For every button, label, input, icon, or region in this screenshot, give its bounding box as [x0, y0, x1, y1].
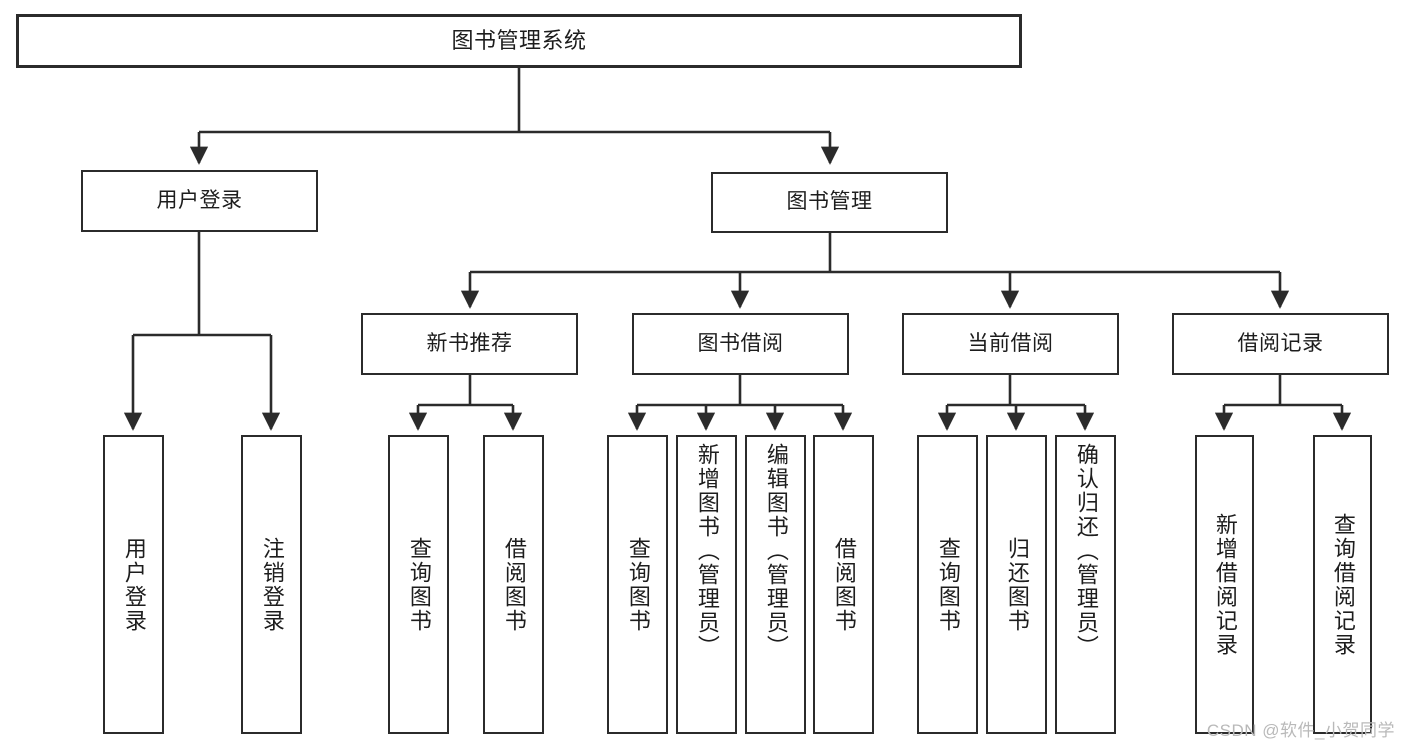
node-label: 借阅图书: [831, 536, 857, 633]
node-label: 编辑图书（管理员）: [763, 443, 789, 659]
node-label: 新书推荐: [426, 331, 513, 355]
node-book-management[interactable]: 图书管理: [711, 172, 948, 233]
leaf-edit-book-admin[interactable]: 编辑图书（管理员）: [745, 435, 806, 734]
node-label: 查询图书: [625, 536, 651, 633]
node-book-borrow[interactable]: 图书借阅: [632, 313, 849, 375]
node-label: 图书借阅: [697, 331, 784, 355]
node-label: 当前借阅: [967, 331, 1054, 355]
leaf-query-book-borrow[interactable]: 查询图书: [607, 435, 668, 734]
leaf-query-borrow-record[interactable]: 查询借阅记录: [1313, 435, 1372, 734]
node-label: 借阅图书: [501, 536, 527, 633]
leaf-add-borrow-record[interactable]: 新增借阅记录: [1195, 435, 1254, 734]
leaf-borrow-book-borrow[interactable]: 借阅图书: [813, 435, 874, 734]
node-label: 确认归还（管理员）: [1073, 443, 1099, 659]
leaf-user-login[interactable]: 用户登录: [103, 435, 164, 734]
leaf-confirm-return-admin[interactable]: 确认归还（管理员）: [1055, 435, 1116, 734]
node-label: 查询借阅记录: [1330, 512, 1356, 657]
node-root-book-management-system[interactable]: 图书管理系统: [16, 14, 1022, 68]
node-label: 图书管理: [786, 190, 873, 214]
leaf-query-book-recommend[interactable]: 查询图书: [388, 435, 449, 734]
node-label: 用户登录: [121, 536, 147, 633]
node-label: 借阅记录: [1237, 331, 1324, 355]
leaf-return-book[interactable]: 归还图书: [986, 435, 1047, 734]
node-new-book-recommend[interactable]: 新书推荐: [361, 313, 578, 375]
leaf-query-book-current[interactable]: 查询图书: [917, 435, 978, 734]
csdn-watermark: CSDN @软件_小贺同学: [1206, 721, 1395, 740]
node-label: 注销登录: [259, 536, 285, 633]
node-user-login[interactable]: 用户登录: [81, 170, 318, 232]
node-label: 查询图书: [935, 536, 961, 633]
node-label: 新增借阅记录: [1212, 512, 1238, 657]
node-borrow-record[interactable]: 借阅记录: [1172, 313, 1389, 375]
leaf-borrow-book-recommend[interactable]: 借阅图书: [483, 435, 544, 734]
leaf-add-book-admin[interactable]: 新增图书（管理员）: [676, 435, 737, 734]
node-current-borrow[interactable]: 当前借阅: [902, 313, 1119, 375]
node-label: 查询图书: [406, 536, 432, 633]
node-label: 新增图书（管理员）: [694, 443, 720, 659]
leaf-user-logout[interactable]: 注销登录: [241, 435, 302, 734]
node-label: 归还图书: [1004, 536, 1030, 633]
node-label: 用户登录: [156, 188, 243, 212]
node-label: 图书管理系统: [451, 28, 587, 54]
